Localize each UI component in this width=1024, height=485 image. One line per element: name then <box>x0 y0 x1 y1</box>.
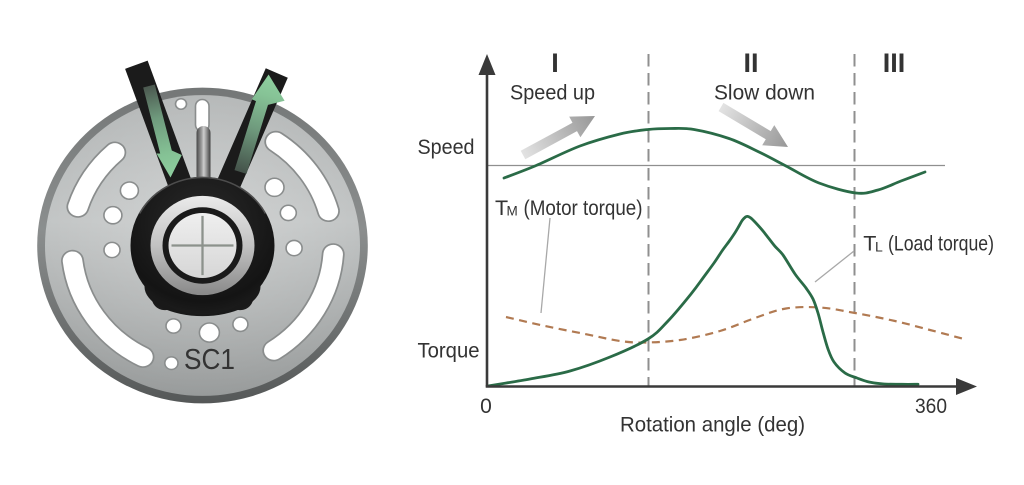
svg-text:(Motor torque): (Motor torque) <box>524 197 643 220</box>
svg-text:Slow down: Slow down <box>714 82 815 105</box>
svg-text:Speed up: Speed up <box>510 82 595 105</box>
svg-text:T: T <box>495 196 508 220</box>
svg-text:Rotation angle (deg): Rotation angle (deg) <box>620 414 805 437</box>
svg-text:Torque: Torque <box>418 340 480 363</box>
svg-text:T: T <box>863 231 876 255</box>
svg-text:II: II <box>743 48 758 78</box>
svg-text:I: I <box>551 48 559 78</box>
svg-text:0: 0 <box>480 395 492 418</box>
svg-text:L: L <box>875 238 883 254</box>
svg-text:360: 360 <box>915 395 947 418</box>
svg-text:III: III <box>883 48 906 78</box>
svg-text:Speed: Speed <box>418 136 475 159</box>
svg-text:M: M <box>507 203 518 218</box>
svg-text:SC1: SC1 <box>184 344 235 376</box>
svg-text:(Load torque): (Load torque) <box>888 232 994 255</box>
